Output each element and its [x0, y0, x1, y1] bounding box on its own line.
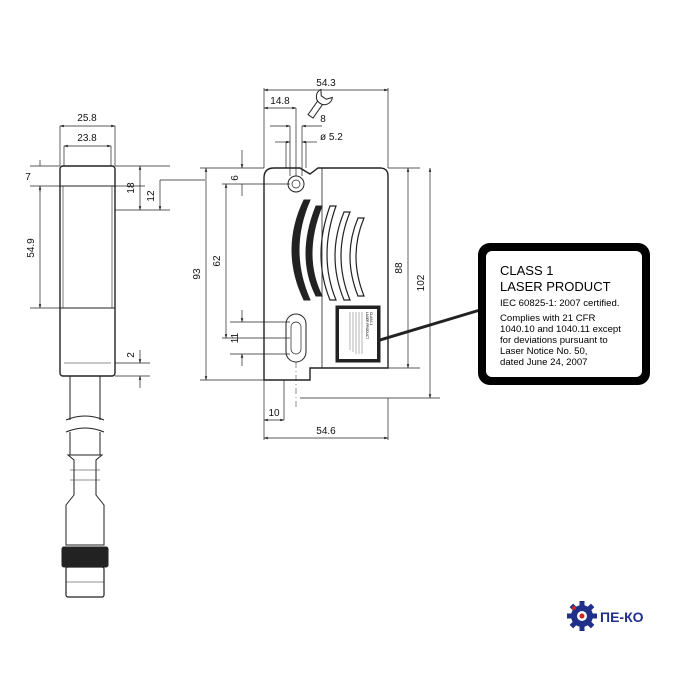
dim-hole-offset: 14.8	[270, 96, 290, 107]
dim-slot: 11	[230, 332, 241, 343]
dim-bottom-offset: 10	[268, 408, 280, 419]
label-line4: Complies with 21 CFR	[500, 313, 596, 324]
sensor-front-body	[263, 167, 389, 381]
mounting-hole-top	[287, 175, 305, 193]
label-line5: 1040.10 and 1040.11 except	[500, 324, 621, 335]
dim-bottom-width: 54.6	[316, 426, 336, 437]
cable-lower	[69, 432, 101, 455]
connector-knurl	[61, 546, 109, 568]
vent-fin-3	[320, 205, 337, 301]
label-line6: for deviations pursuant to	[500, 335, 608, 346]
dim-left-12: 12	[146, 190, 157, 202]
dim-side-height: 54.9	[26, 238, 37, 258]
front-view	[200, 88, 481, 440]
label-line8: dated June 24, 2007	[500, 357, 588, 368]
label-line3: IEC 60825-1: 2007 certified.	[500, 298, 619, 309]
vent-fin-2	[305, 205, 323, 297]
svg-text:CLASS 1: CLASS 1	[369, 312, 373, 325]
vent-fin-1	[291, 199, 311, 301]
vent-fin-4	[334, 211, 351, 301]
svg-text:LASER PRODUCT: LASER PRODUCT	[365, 312, 369, 339]
dim-hole-spacing: 62	[212, 255, 223, 267]
dim-side-top: 7	[25, 172, 31, 183]
dim-height-93: 93	[192, 268, 203, 280]
dim-wrench: 8	[320, 114, 326, 125]
sensor-side-body	[59, 165, 116, 377]
dim-height-102: 102	[416, 274, 427, 291]
dim-side-outer-width: 25.8	[77, 113, 97, 124]
side-view	[30, 124, 205, 598]
dim-side-bottom: 2	[126, 352, 137, 358]
wrench-icon	[307, 88, 333, 119]
dim-height-88: 88	[394, 262, 405, 274]
vent-fin-5	[349, 217, 365, 297]
mini-label-text: CLASS 1 LASER PRODUCT	[349, 312, 373, 354]
dim-left-18: 18	[126, 182, 137, 194]
dim-front-width: 54.3	[316, 78, 336, 89]
label-line7: Laser Notice No. 50,	[500, 346, 587, 357]
label-line2: LASER PRODUCT	[500, 279, 611, 294]
connector-body	[65, 454, 105, 546]
laser-class-label	[478, 243, 650, 385]
logo-text: ПЕ-КО	[600, 609, 644, 625]
cable-upper	[69, 376, 101, 420]
dim-hole-top: 6	[230, 175, 241, 181]
dim-hole-diameter: ø 5.2	[320, 132, 343, 143]
gear-icon	[567, 601, 597, 631]
dim-side-inner-width: 23.8	[77, 133, 97, 144]
label-line1: CLASS 1	[500, 263, 553, 278]
